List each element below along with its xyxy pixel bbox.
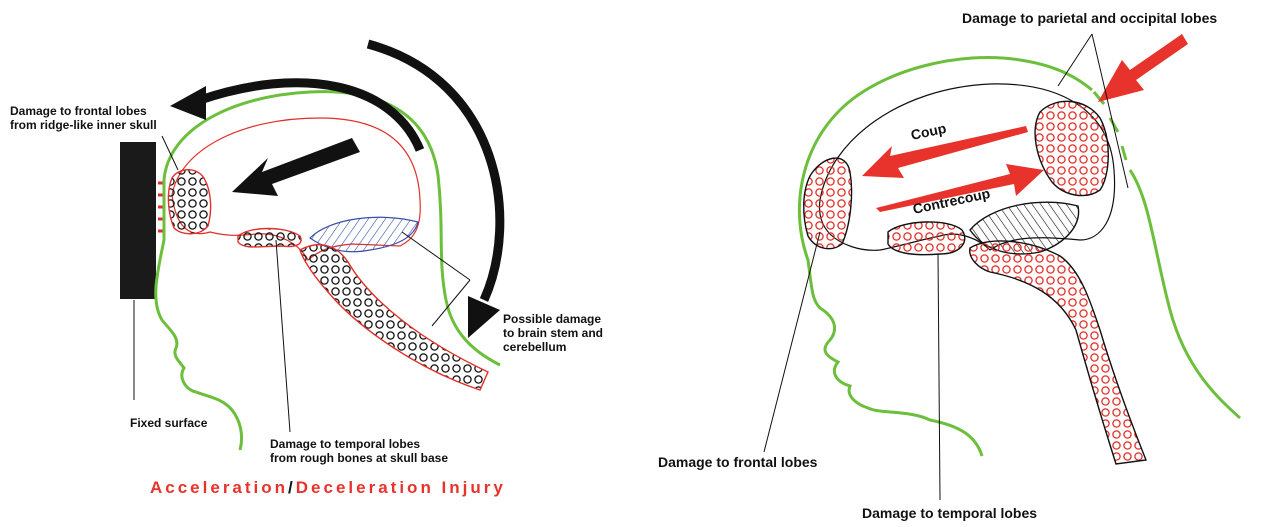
- left-motion-arrow-inner: [232, 138, 360, 196]
- left-diagram: [120, 44, 500, 450]
- left-frontal-damage: [168, 170, 210, 234]
- caption-acceleration: Acceleration: [150, 478, 288, 497]
- right-head-outline-back: [1130, 170, 1240, 418]
- left-temporal-label: Damage to temporal lobes from rough bone…: [270, 437, 448, 465]
- brain-stem-label-line2: to brain stem and: [503, 326, 603, 340]
- left-rotation-arrowhead-top: [170, 86, 206, 120]
- right-brain-stem: [970, 241, 1146, 464]
- left-frontal-label-line2: from ridge-like inner skull: [10, 118, 157, 132]
- impact-arrow: [1098, 34, 1188, 102]
- left-brain-stem: [300, 245, 488, 390]
- fixed-surface-block: [120, 142, 156, 299]
- left-temporal-label-line2: from rough bones at skull base: [270, 451, 448, 465]
- right-head-outline: [840, 57, 1092, 110]
- left-caption: Acceleration/Deceleration Injury: [150, 478, 506, 498]
- caption-deceleration: Deceleration Injury: [296, 478, 506, 497]
- right-temporal-damage: [888, 222, 965, 255]
- right-occipital-damage: [1035, 101, 1108, 195]
- left-frontal-label-line1: Damage to frontal lobes: [10, 104, 157, 118]
- brain-stem-label-line1: Possible damage: [503, 312, 603, 326]
- coup-label: Coup: [909, 120, 947, 143]
- left-rotation-arrow-right: [368, 44, 500, 300]
- brain-stem-label: Possible damage to brain stem and cerebe…: [503, 312, 603, 354]
- right-frontal-label: Damage to frontal lobes: [658, 454, 817, 470]
- left-frontal-label: Damage to frontal lobes from ridge-like …: [10, 104, 157, 132]
- left-temporal-label-line1: Damage to temporal lobes: [270, 437, 448, 451]
- left-rotation-arrowhead-right: [468, 296, 500, 338]
- right-diagram: Coup Contrecoup: [764, 34, 1240, 500]
- right-frontal-damage: [804, 158, 852, 249]
- fixed-surface-label: Fixed surface: [130, 416, 207, 430]
- caption-separator: /: [288, 478, 296, 497]
- left-temporal-damage: [238, 229, 301, 248]
- right-temporal-label: Damage to temporal lobes: [862, 505, 1037, 521]
- parietal-occipital-label: Damage to parietal and occipital lobes: [962, 10, 1217, 26]
- brain-stem-label-line3: cerebellum: [503, 340, 603, 354]
